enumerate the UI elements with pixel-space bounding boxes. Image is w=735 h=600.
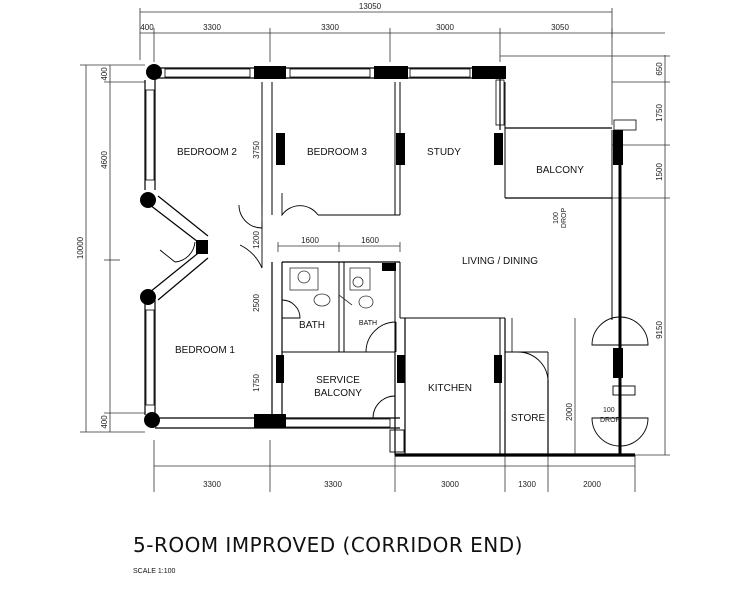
top-dim-5: 3050	[551, 23, 569, 32]
room-store: STORE	[511, 413, 546, 424]
inner-dim-3750: 3750	[252, 141, 261, 159]
wall-columns	[140, 64, 623, 428]
right-dim-4: 9150	[655, 321, 664, 339]
room-bath: BATH	[299, 320, 325, 331]
top-dim-4: 3000	[436, 23, 454, 32]
room-bedroom-1: BEDROOM 1	[175, 345, 235, 356]
doors	[159, 193, 649, 453]
top-dim-1: 400	[140, 23, 154, 32]
right-dim-2: 1750	[655, 104, 664, 122]
bath-fixtures	[289, 267, 374, 309]
room-service: SERVICE	[316, 375, 360, 386]
room-service-balcony: BALCONY	[314, 388, 362, 399]
room-kitchen: KITCHEN	[428, 383, 472, 394]
room-study: STUDY	[427, 147, 461, 158]
drop-labels: 100 DROP 100 DROP	[553, 208, 621, 424]
walls	[144, 67, 635, 457]
room-bedroom-2: BEDROOM 2	[177, 147, 237, 158]
left-dim-1: 400	[100, 67, 109, 81]
right-dim-1: 650	[655, 62, 664, 76]
inner-dim-2500: 2500	[252, 294, 261, 312]
dimension-texts: 13050 400 3300 3300 3000 3050 650 1750 1…	[76, 2, 664, 489]
drop-label-2-text: DROP	[600, 417, 621, 424]
bottom-dim-2: 3300	[324, 480, 342, 489]
top-dim-2: 3300	[203, 23, 221, 32]
room-bedroom-3: BEDROOM 3	[307, 147, 367, 158]
right-dim-3: 1500	[655, 163, 664, 181]
plan-scale: SCALE 1:100	[133, 568, 176, 575]
top-dim-3: 3300	[321, 23, 339, 32]
bottom-dim-5: 2000	[583, 480, 601, 489]
left-outer-dim: 10000	[76, 236, 85, 259]
drop-label-1-value: 100	[553, 212, 560, 224]
room-bath-2: BATH	[359, 320, 377, 327]
overall-width-label: 13050	[359, 2, 382, 11]
left-dim-3: 400	[100, 415, 109, 429]
room-labels: BEDROOM 2 BEDROOM 3 BEDROOM 1 STUDY BALC…	[175, 147, 584, 424]
bottom-dim-3: 3000	[441, 480, 459, 489]
inner-dim-2000: 2000	[565, 403, 574, 421]
room-balcony: BALCONY	[536, 165, 584, 176]
room-living-dining: LIVING / DINING	[462, 256, 538, 267]
inner-dim-1200: 1200	[252, 231, 261, 249]
left-dim-2: 4600	[100, 151, 109, 169]
inner-dim-1600-a: 1600	[301, 236, 319, 245]
bottom-dim-1: 3300	[203, 480, 221, 489]
drop-label-2-value: 100	[603, 407, 615, 414]
drop-label-1-text: DROP	[561, 208, 568, 229]
dimension-lines	[80, 8, 670, 492]
inner-dim-1600-b: 1600	[361, 236, 379, 245]
inner-dim-1750: 1750	[252, 374, 261, 392]
bottom-dim-4: 1300	[518, 480, 536, 489]
windows	[145, 68, 637, 428]
plan-title: 5-ROOM IMPROVED (CORRIDOR END)	[133, 533, 523, 557]
